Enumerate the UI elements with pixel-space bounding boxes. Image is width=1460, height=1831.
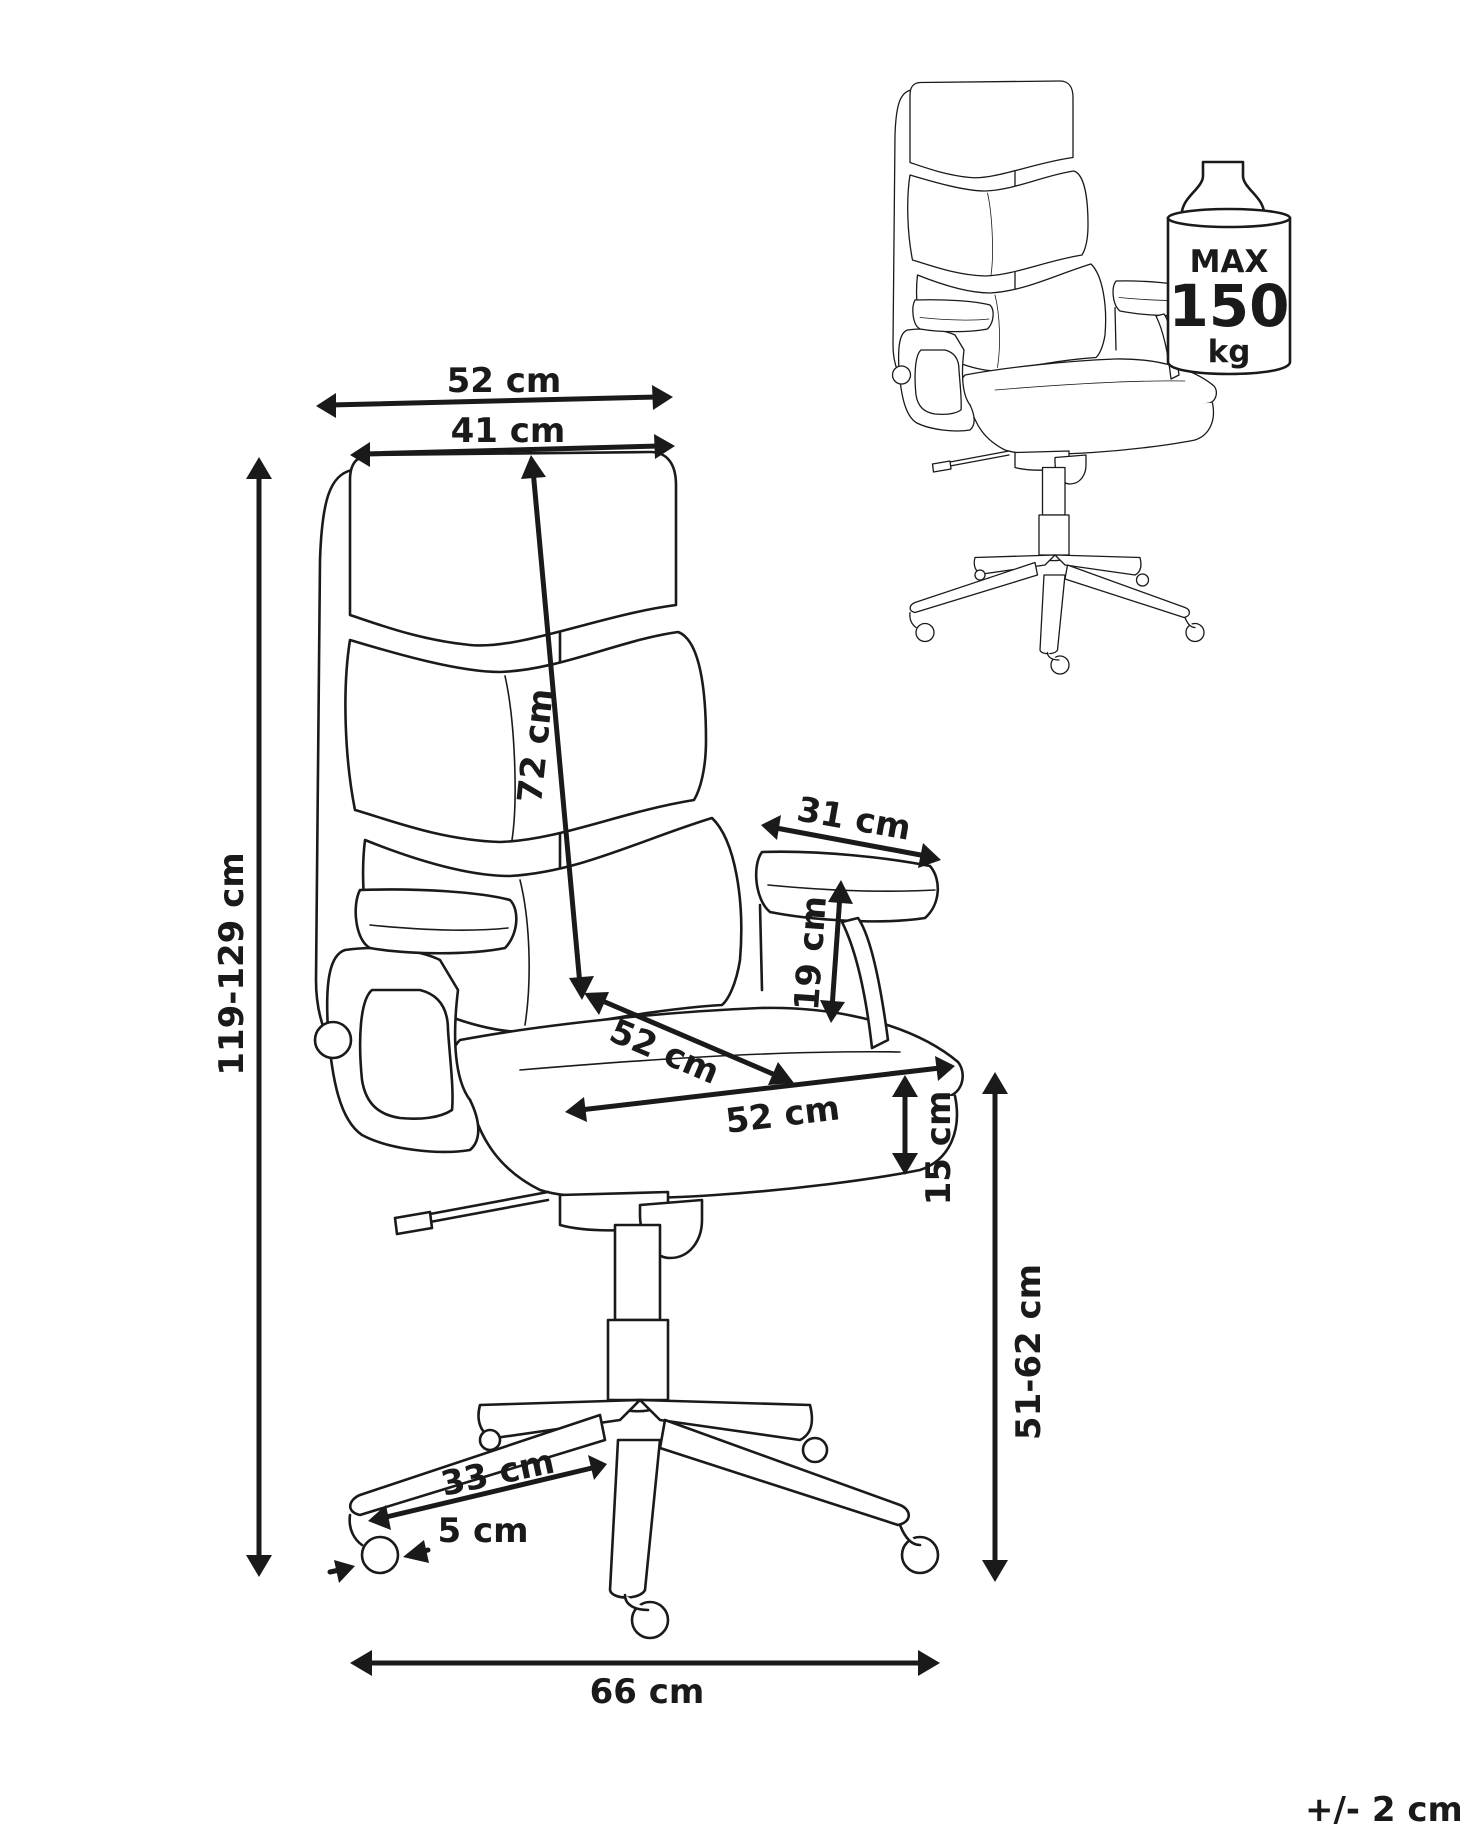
label-seat-back-outer-width: 52 cm [447, 361, 562, 401]
label-armrest-height: 19 cm [787, 895, 835, 1012]
label-base-width: 66 cm [590, 1672, 705, 1712]
chair-illustration-thumbnail [891, 80, 1217, 675]
weight-capacity-icon: MAX 150 kg [1166, 160, 1292, 376]
label-wheel-size: 5 cm [437, 1511, 528, 1551]
max-load-label: MAX [1190, 244, 1269, 280]
label-total-height: 119-129 cm [212, 852, 252, 1075]
label-seat-height: 51-62 cm [1009, 1264, 1049, 1440]
label-backrest-width: 41 cm [451, 411, 566, 451]
label-armrest-length: 31 cm [794, 790, 914, 849]
label-seat-thickness: 15 cm [919, 1091, 959, 1206]
max-load-value: 150 [1168, 272, 1289, 340]
dimension-lines [246, 385, 1008, 1676]
tolerance-note: +/- 2 cm [1305, 1790, 1460, 1826]
max-load-unit: kg [1208, 334, 1251, 370]
